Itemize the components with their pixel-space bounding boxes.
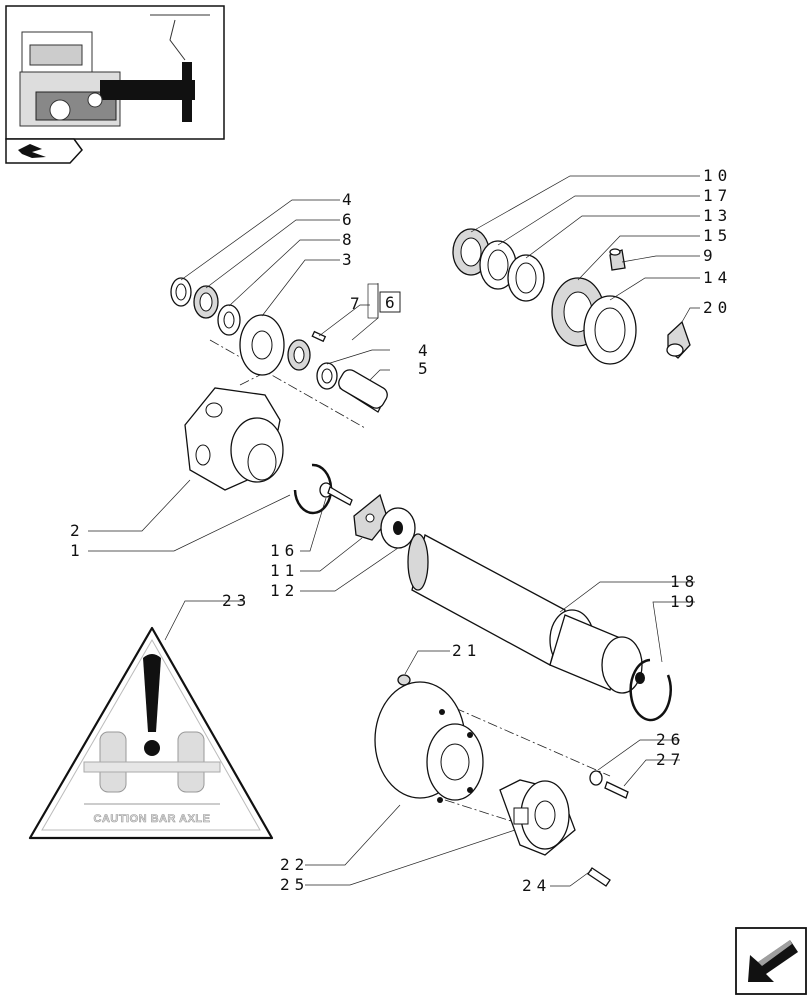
spacer-8 [217,304,241,336]
callout-18: 18 [670,572,699,591]
callout-15: 15 [703,226,732,245]
washer-4b [316,362,338,390]
callout-20: 20 [703,298,732,317]
callout-3: 3 [342,250,357,269]
pin-7 [311,330,327,343]
bearing-race-14 [583,295,637,365]
callout-9: 9 [703,246,718,265]
bearing-cage [287,339,311,371]
wheel-hub-22 [374,681,484,803]
axle-shaft-18 [407,533,645,694]
hub-adapter-25 [499,779,576,856]
callout-17: 17 [703,186,732,205]
callout-6: 6 [342,210,357,229]
callout-24: 24 [522,876,551,895]
callout-5: 5 [418,359,433,378]
snap-ring-1 [293,463,333,515]
callout-27: 27 [656,750,685,769]
cap-20 [666,320,691,359]
bushing-5 [338,369,388,413]
seal-10 [452,228,490,276]
callout-11: 11 [270,561,299,580]
gear-3 [239,314,285,376]
callout-16: 16 [270,541,299,560]
callout-14: 14 [703,268,732,287]
snap-ring-19 [629,658,672,722]
callout-1: 1 [70,541,85,560]
callout-19: 19 [670,592,699,611]
warning-sign: CAUTION BAR AXLE [28,626,274,840]
plug-9 [609,248,626,271]
callout-4a: 4 [342,190,357,209]
callout-22: 22 [280,855,309,874]
callout-12: 12 [270,581,299,600]
callout-13: 13 [703,206,732,225]
washer-26 [589,770,603,786]
callout-7: 7 [350,294,365,313]
washer-4 [170,277,192,307]
callout-21: 21 [452,641,481,660]
exclamation-icon [143,654,161,732]
assembly-thumbnail [5,5,225,140]
bracket-11 [353,493,389,541]
spacer-13 [507,254,545,302]
warning-caption: CAUTION BAR AXLE [94,813,211,825]
washer-12 [380,507,416,549]
needle-bearing-6 [193,285,219,319]
callout-8: 8 [342,230,357,249]
callout-23: 23 [222,591,251,610]
callout-25: 25 [280,875,309,894]
leader-lines [88,175,700,887]
ring-17 [479,240,517,290]
callout-6-boxed: 6 [385,293,400,312]
callout-26: 26 [656,730,685,749]
callout-2: 2 [70,521,85,540]
section-marker-icon [5,138,83,164]
bolt-27 [604,781,629,799]
callout-4b: 4 [418,341,433,360]
callout-10: 10 [703,166,732,185]
next-page-arrow-icon[interactable] [735,927,807,995]
bolt-16 [319,482,353,506]
planet-carrier-2 [184,387,284,491]
callout-6-box [379,291,401,313]
